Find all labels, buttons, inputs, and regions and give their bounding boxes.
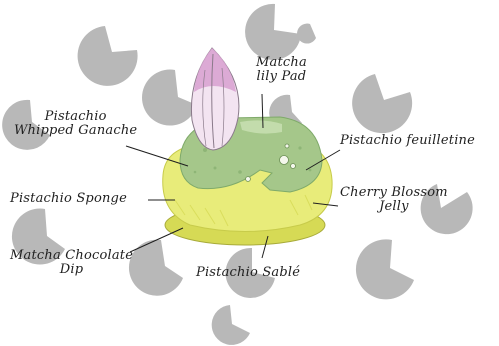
label-matcha-chocolate-dip: Matcha Chocolate Dip <box>10 249 133 277</box>
grey-blob <box>356 239 414 299</box>
grey-blob <box>78 26 138 86</box>
cherry-blossom-petal-tint <box>194 48 236 92</box>
label-pistachio-feuilletine: Pistachio feuilletine <box>340 134 475 148</box>
label-pistachio-sponge: Pistachio Sponge <box>10 192 127 206</box>
grey-blob <box>297 24 316 44</box>
grey-blob <box>352 74 412 133</box>
label-matcha-lily-pad: Matcha lily Pad <box>256 56 307 84</box>
label-pistachio-sable: Pistachio Sablé <box>196 266 300 280</box>
grey-blob <box>212 305 250 345</box>
grey-blob <box>142 70 197 126</box>
grey-blob <box>245 4 301 60</box>
grey-blob <box>129 240 183 296</box>
label-cherry-blossom-jelly: Cherry Blossom Jelly <box>340 186 448 214</box>
label-pistachio-whipped-ganache: Pistachio Whipped Ganache <box>14 110 137 138</box>
